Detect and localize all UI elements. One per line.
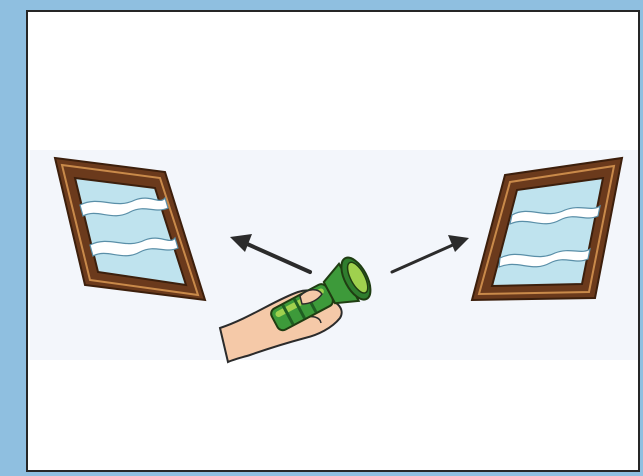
right-arrow-icon [390,235,469,274]
thumb [299,289,323,305]
left-window-icon [53,156,207,302]
left-arrow-icon [230,234,312,274]
right-window-icon [470,156,624,302]
